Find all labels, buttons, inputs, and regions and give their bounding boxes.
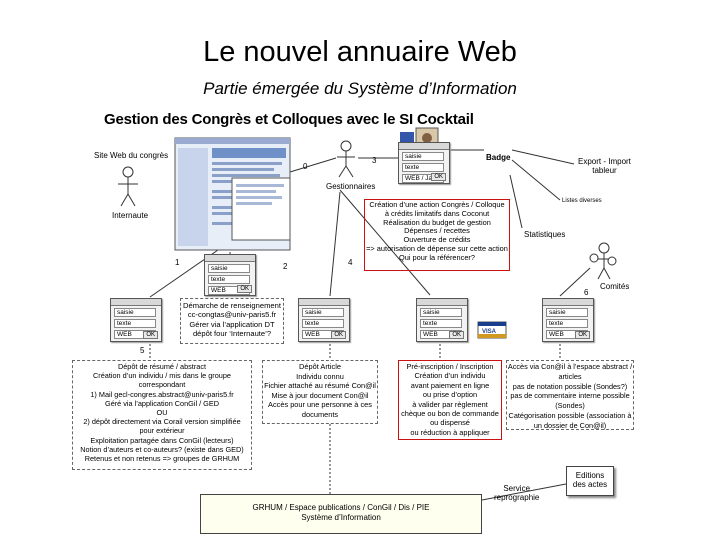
gestionnaires-label: Gestionnaires <box>326 182 376 191</box>
form-field[interactable]: texte <box>114 319 156 328</box>
ok-button[interactable]: OK <box>143 331 158 339</box>
demarche-box: Démarche de renseignement cc-congtas@uni… <box>180 298 284 344</box>
internaute-label: Internaute <box>112 211 149 220</box>
ok-button[interactable]: OK <box>237 285 252 293</box>
page-subtitle: Partie émergée du Système d’Information <box>203 79 517 98</box>
site-web-label: Site Web du congrès <box>94 151 169 160</box>
form-field[interactable]: saisie <box>546 308 588 317</box>
form-field[interactable]: saisie <box>302 308 344 317</box>
editions-actes-document: Editions des actes <box>566 466 614 496</box>
step-number: 0 <box>303 162 308 171</box>
comites-label: Comités <box>600 282 630 291</box>
link-si-editions <box>481 483 567 501</box>
form-window[interactable]: saisie texte WEB OK <box>416 298 468 342</box>
step-number: 2 <box>283 262 288 271</box>
form-window[interactable]: saisie texte WEB OK <box>110 298 162 342</box>
link-badge-statistiques <box>509 174 523 229</box>
creation-action-box: Création d’une action Congrès / Colloque… <box>364 199 510 271</box>
link-gest-form3 <box>329 191 341 297</box>
form-window[interactable]: saisie texte WEB OK <box>542 298 594 342</box>
listes-label: Listes diverses <box>562 198 602 204</box>
link-site-gestionnaires <box>289 157 337 173</box>
systeme-information-bar: GRHUM / Espace publications / ConGil / D… <box>200 494 482 534</box>
service-repro-label: Service reprographie <box>494 484 540 502</box>
preinscription-box: Pré-inscription / Inscription Création d… <box>398 360 502 440</box>
depot-resume-box: Dépôt de résumé / abstract Création d’un… <box>72 360 252 470</box>
export-label: Export - Import tableur <box>578 157 631 175</box>
ok-button[interactable]: OK <box>331 331 346 339</box>
stick-figure-icon <box>118 140 617 280</box>
link-comites-form <box>559 267 591 297</box>
ok-button[interactable]: OK <box>449 331 464 339</box>
form-field[interactable]: texte <box>402 163 444 172</box>
link-badge-export <box>511 149 575 165</box>
website-mockup <box>174 137 291 251</box>
ok-button[interactable]: OK <box>575 331 590 339</box>
form-field[interactable]: texte <box>302 319 344 328</box>
step-number: 5 <box>140 346 145 355</box>
form-field[interactable]: texte <box>208 275 250 284</box>
ok-button[interactable]: OK <box>431 173 446 181</box>
form-window[interactable]: saisie texte WEB OK <box>298 298 350 342</box>
badge-label: Badge <box>486 153 511 162</box>
form-window[interactable]: saisie texte WEB OK <box>204 254 256 296</box>
link-badge-listes <box>511 159 561 201</box>
systeme-information-text: GRHUM / Espace publications / ConGil / D… <box>252 503 430 522</box>
step-number: 6 <box>584 288 589 297</box>
step-number: 3 <box>372 156 377 165</box>
step-number: 4 <box>348 258 353 267</box>
step-number: 1 <box>175 258 180 267</box>
editions-actes-label: Editions des actes <box>572 471 608 489</box>
visa-label: VISA <box>482 329 497 335</box>
form-field[interactable]: texte <box>420 319 462 328</box>
diagram-heading: Gestion des Congrès et Colloques avec le… <box>104 111 474 128</box>
form-field[interactable]: saisie <box>114 308 156 317</box>
form-field[interactable]: saisie <box>402 152 444 161</box>
acces-conail-box: Accès via Con@il à l’espace abstract / a… <box>506 360 634 430</box>
form-field[interactable]: saisie <box>208 264 250 273</box>
form-field[interactable]: saisie <box>420 308 462 317</box>
statistiques-label: Statistiques <box>524 230 566 239</box>
depot-article-box: Dépôt Article Individu connu Fichier att… <box>262 360 378 424</box>
gest-form-window[interactable]: saisie texte WEB / Jac OK <box>398 142 450 184</box>
visa-card-icon <box>477 321 507 339</box>
link-gest-visa <box>339 189 431 296</box>
page-title: Le nouvel annuaire Web <box>203 36 517 68</box>
form-field[interactable]: texte <box>546 319 588 328</box>
